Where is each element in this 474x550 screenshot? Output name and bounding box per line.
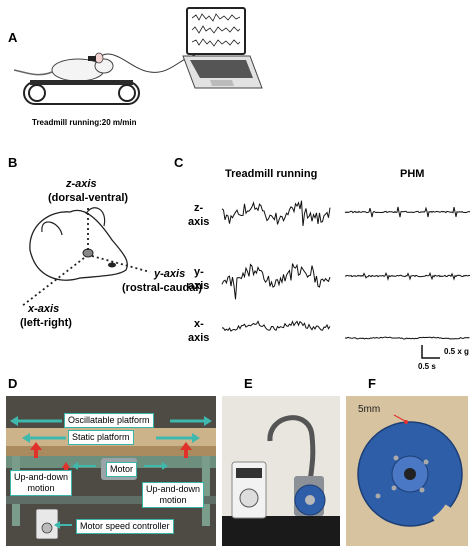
trace-treadmill-z <box>221 200 331 227</box>
scale-bar <box>421 345 440 359</box>
label-updown-left: Up-and-down motion <box>10 470 73 496</box>
x-axis-sub: (left-right) <box>20 317 72 329</box>
scale-5mm-label: 5mm <box>358 404 381 415</box>
device-photo-f: 5mm <box>346 396 468 546</box>
panel-c-letter: C <box>174 155 184 170</box>
trace-phm-z <box>344 206 471 218</box>
panel-f-letter: F <box>368 376 376 391</box>
treadmill-rat-illustration <box>13 7 263 105</box>
trace-phm-x <box>344 336 470 340</box>
device-photo-d: Oscillatable platform Static platform Mo… <box>6 396 216 546</box>
scale-x-label: 0.5 s <box>418 362 436 371</box>
z-axis-title: z-axis <box>66 178 97 190</box>
treadmill-caption: Treadmill running:20 m/min <box>32 118 137 127</box>
row-x-label-2: axis <box>188 332 210 344</box>
accelerometer-traces <box>221 200 471 359</box>
col-header-treadmill: Treadmill running <box>225 168 318 180</box>
panel-a-letter: A <box>8 30 18 45</box>
label-updown-left-2: motion <box>27 483 55 493</box>
z-axis-sub: (dorsal-ventral) <box>48 192 129 204</box>
trace-phm-y <box>344 271 471 281</box>
label-updown-left-1: Up-and-down <box>14 472 69 482</box>
row-y-label-2: axis <box>188 280 210 292</box>
rat-head-axes-diagram <box>21 207 151 307</box>
label-updown-right-2: motion <box>159 495 187 505</box>
device-photo-e <box>222 396 340 546</box>
row-x-label-1: x- <box>194 318 204 330</box>
y-axis-title: y-axis <box>154 268 186 280</box>
row-z-label-1: z- <box>194 202 204 214</box>
row-z-label-2: axis <box>188 216 210 228</box>
label-motor-speed-controller: Motor speed controller <box>76 519 174 534</box>
panel-d-letter: D <box>8 376 18 391</box>
x-axis-title: x-axis <box>28 303 60 315</box>
label-static-platform: Static platform <box>68 430 134 445</box>
panel-e-letter: E <box>244 376 253 391</box>
row-y-label-1: y- <box>194 266 204 278</box>
label-motor: Motor <box>106 462 138 477</box>
trace-treadmill-y <box>221 263 331 300</box>
label-updown-right: Up-and-down motion <box>142 482 205 508</box>
label-updown-right-1: Up-and-down <box>146 484 201 494</box>
trace-treadmill-x <box>221 320 331 332</box>
panel-b-letter: B <box>8 155 18 170</box>
y-axis-sub: (rostral-caudal) <box>122 282 203 294</box>
col-header-phm: PHM <box>400 168 425 180</box>
label-oscillatable-platform: Oscillatable platform <box>64 413 154 428</box>
scale-y-label: 0.5 x g <box>444 347 469 356</box>
